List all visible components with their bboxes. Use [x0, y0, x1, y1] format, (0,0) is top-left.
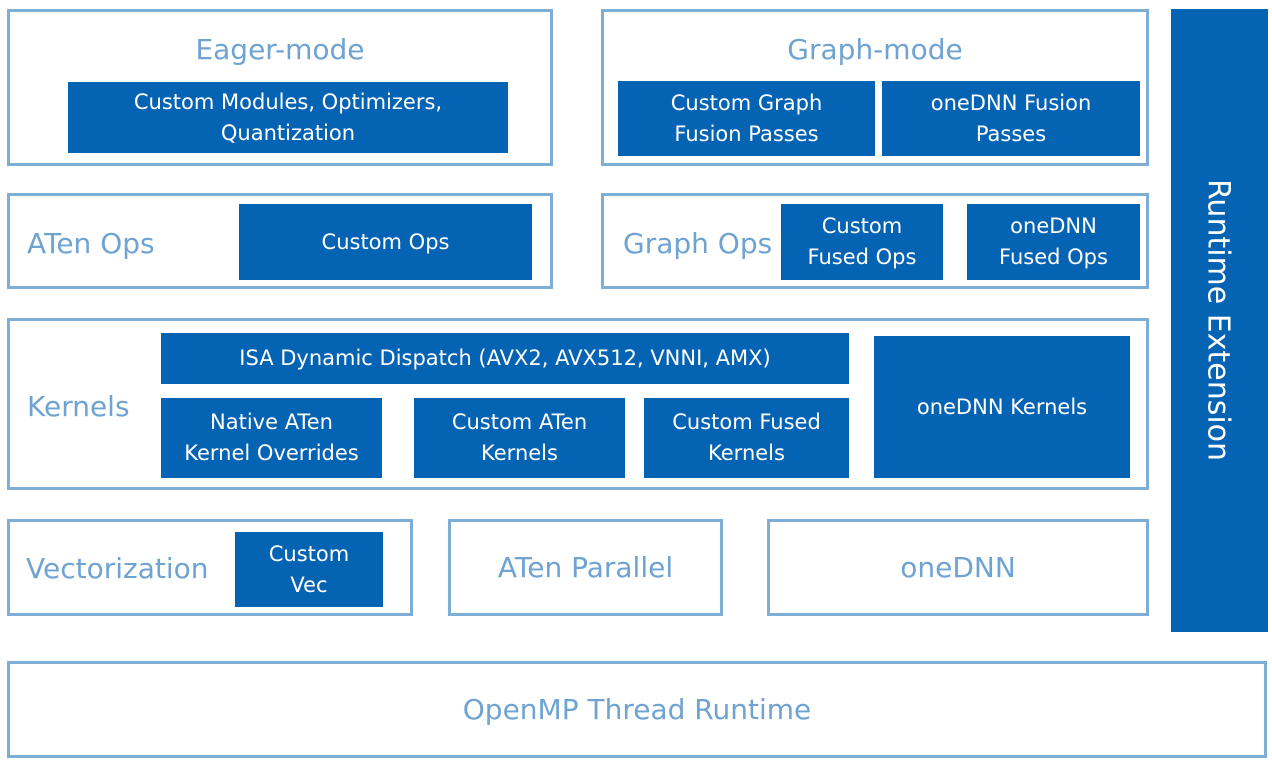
openmp-runtime-title: OpenMP Thread Runtime	[462, 692, 812, 726]
onednn-frame: oneDNN	[767, 519, 1149, 616]
isa-dispatch-box: ISA Dynamic Dispatch (AVX2, AVX512, VNNI…	[161, 333, 849, 384]
onednn-kernels-label: oneDNN Kernels	[916, 394, 1088, 419]
custom-fused-kernels-box: Custom Fused Kernels	[644, 398, 849, 478]
aten-parallel-title: ATen Parallel	[497, 550, 674, 584]
openmp-runtime-frame: OpenMP Thread Runtime	[7, 661, 1267, 758]
onednn-fusion-passes-label: oneDNN Fusion Passes	[930, 90, 1092, 146]
graph-mode-frame: Graph-mode Custom Graph Fusion Passes on…	[601, 9, 1149, 166]
native-aten-overrides-box: Native ATen Kernel Overrides	[161, 398, 382, 478]
custom-modules-label: Custom Modules, Optimizers, Quantization	[133, 89, 443, 145]
graph-ops-frame: Graph Ops Custom Fused Ops oneDNN Fused …	[601, 193, 1149, 289]
eager-mode-title: Eager-mode	[195, 33, 365, 66]
kernels-title: Kernels	[27, 390, 130, 423]
custom-aten-kernels-box: Custom ATen Kernels	[414, 398, 625, 478]
eager-mode-frame: Eager-mode Custom Modules, Optimizers, Q…	[7, 9, 553, 166]
custom-vec-label: Custom Vec	[268, 541, 350, 597]
custom-ops-box: Custom Ops	[239, 204, 532, 280]
custom-fused-kernels-label: Custom Fused Kernels	[672, 410, 821, 465]
custom-ops-label: Custom Ops	[321, 229, 450, 254]
custom-graph-fusion-box: Custom Graph Fusion Passes	[618, 81, 875, 156]
onednn-kernels-box: oneDNN Kernels	[874, 336, 1130, 478]
onednn-fusion-passes-box: oneDNN Fusion Passes	[882, 81, 1140, 156]
onednn-fused-ops-label: oneDNN Fused Ops	[999, 214, 1108, 269]
aten-ops-frame: ATen Ops Custom Ops	[7, 193, 553, 289]
isa-dispatch-label: ISA Dynamic Dispatch (AVX2, AVX512, VNNI…	[239, 346, 771, 370]
aten-parallel-frame: ATen Parallel	[448, 519, 723, 616]
runtime-extension-bar	[1171, 9, 1268, 632]
custom-graph-fusion-label: Custom Graph Fusion Passes	[670, 90, 823, 146]
custom-fused-ops-label: Custom Fused Ops	[807, 214, 917, 269]
onednn-title: oneDNN	[900, 550, 1016, 584]
graph-ops-title: Graph Ops	[623, 227, 773, 260]
custom-modules-box: Custom Modules, Optimizers, Quantization	[68, 82, 508, 153]
custom-vec-box: Custom Vec	[235, 532, 383, 607]
kernels-frame: Kernels ISA Dynamic Dispatch (AVX2, AVX5…	[7, 318, 1149, 490]
aten-ops-title: ATen Ops	[27, 227, 155, 260]
vectorization-title: Vectorization	[26, 552, 209, 585]
runtime-extension-label: Runtime Extension	[1200, 178, 1236, 462]
custom-aten-kernels-label: Custom ATen Kernels	[451, 410, 588, 465]
onednn-fused-ops-box: oneDNN Fused Ops	[967, 204, 1140, 280]
vectorization-frame: Vectorization Custom Vec	[7, 519, 413, 616]
graph-mode-title: Graph-mode	[787, 33, 963, 66]
native-aten-overrides-label: Native ATen Kernel Overrides	[184, 410, 359, 465]
custom-fused-ops-box: Custom Fused Ops	[781, 204, 943, 280]
